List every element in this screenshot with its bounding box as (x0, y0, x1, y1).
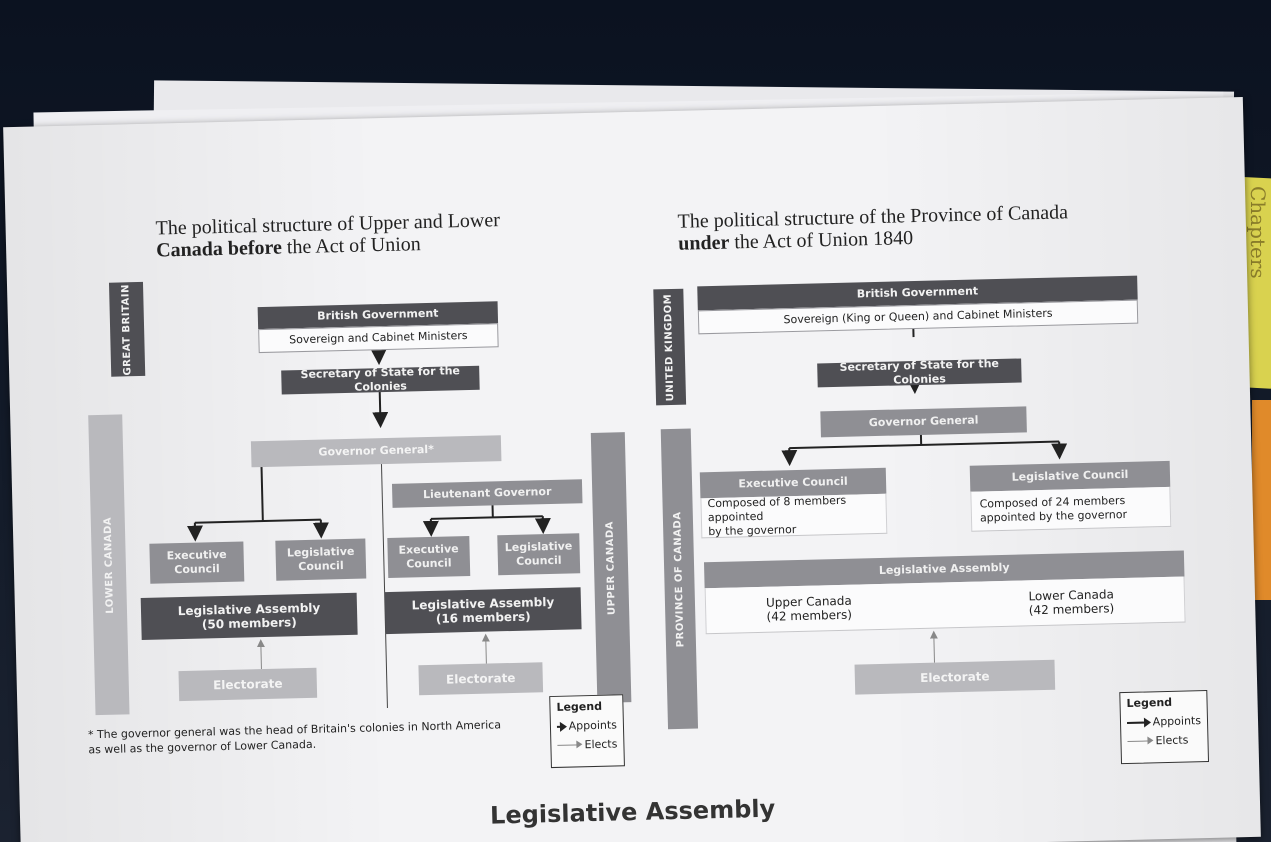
left-secretary-of-state: Secretary of State for the Colonies (281, 364, 480, 395)
lieutenant-governor: Lieutenant Governor (391, 479, 583, 508)
upper-electorate: Electorate (418, 662, 544, 696)
side-label-united-kingdom: UNITED KINGDOM (653, 288, 687, 406)
legend-title: Legend (1126, 695, 1173, 710)
side-label-upper-canada: UPPER CANADA (590, 432, 632, 703)
lower-electorate: Electorate (178, 667, 318, 702)
lower-legislative-assembly: Legislative Assembly(50 members) (140, 592, 358, 641)
diagram-connectors (186, 303, 1068, 709)
upper-canada-members: Upper Canada(42 members) (765, 593, 853, 624)
right-governor-general: Governor General (820, 406, 1027, 438)
upper-legislative-assembly: Legislative Assembly(16 members) (384, 587, 582, 635)
sticky-note-text: Chapters (1246, 186, 1270, 279)
orange-tab (1252, 400, 1271, 600)
left-legend: Legend Appoints Elects (549, 694, 625, 769)
appoints-arrow-icon (556, 725, 565, 728)
legend-title: Legend (556, 699, 603, 714)
elects-arrow-icon (1127, 740, 1152, 742)
right-legend: Legend Appoints Elects (1119, 690, 1210, 765)
right-electorate: Electorate (854, 659, 1056, 695)
right-secretary-of-state: Secretary of State for the Colonies (817, 357, 1022, 388)
elects-arrow-icon (557, 744, 581, 746)
lower-canada-members: Lower Canada(42 members) (1028, 586, 1115, 617)
worksheet-page: The political structure of Upper and Low… (3, 96, 1261, 842)
appoints-arrow-icon (1126, 720, 1149, 724)
side-label-great-britain: GREAT BRITAIN (108, 281, 146, 377)
